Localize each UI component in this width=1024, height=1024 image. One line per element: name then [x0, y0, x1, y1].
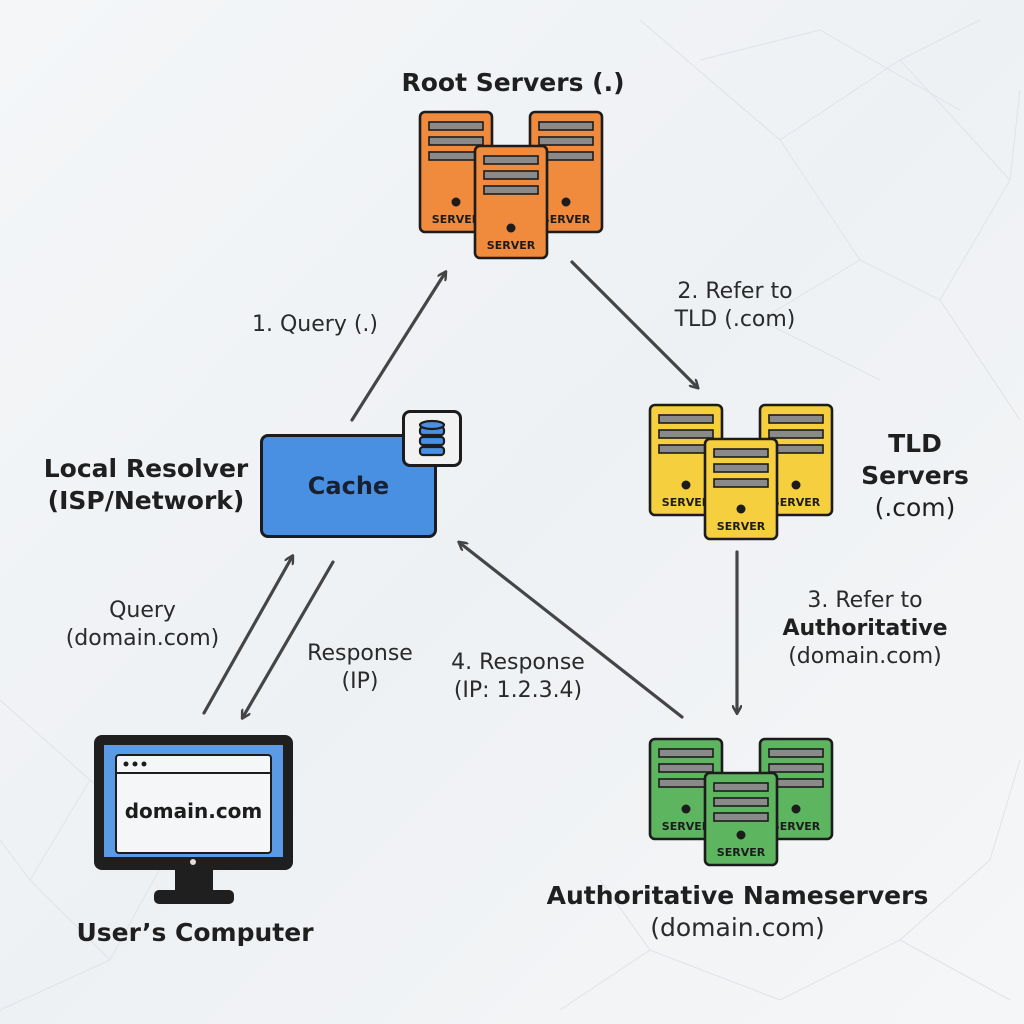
arrow-response-local [243, 560, 335, 717]
local-resolver-cache: Cache [260, 434, 437, 538]
arrow-response-auth [460, 543, 684, 719]
edge-label-query-root: 1. Query (.) [252, 312, 378, 337]
local-resolver-title: Local Resolver (ISP/Network) [43, 454, 249, 515]
authoritative-servers-title: Authoritative Nameservers (domain.com) [546, 881, 929, 942]
server-label: SERVER [487, 239, 536, 252]
user-computer-title: User’s Computer [76, 918, 314, 947]
edge-label-refer-tld: 2. Refer to TLD (.com) [674, 279, 796, 333]
tld-servers-icon: SERVER SERVER SERVER [648, 403, 834, 541]
root-servers-title: Root Servers (.) [401, 68, 625, 97]
edge-label-response-local: Response (IP) [307, 641, 413, 695]
arrow-refer-tld [570, 260, 697, 387]
arrow-query-root [350, 273, 445, 422]
edge-label-response-auth: 4. Response (IP: 1.2.3.4) [451, 650, 585, 704]
edge-label-query-local: Query (domain.com) [65, 598, 220, 652]
server-label: SERVER [432, 213, 481, 226]
edge-label-refer-auth: 3. Refer to Authoritative (domain.com) [782, 588, 948, 670]
authoritative-servers-icon: SERVER SERVER SERVER [648, 737, 834, 867]
server-label: SERVER [772, 820, 821, 833]
monitor-icon [94, 735, 293, 904]
database-icon [402, 410, 462, 467]
server-label: SERVER [662, 820, 711, 833]
root-servers-icon: SERVER SERVER SERVER [418, 110, 604, 260]
user-computer: domain.com [92, 733, 295, 911]
server-label: SERVER [662, 496, 711, 509]
server-label: SERVER [542, 213, 591, 226]
server-label: SERVER [772, 496, 821, 509]
server-label: SERVER [717, 846, 766, 859]
server-front-icon: SERVER [703, 437, 779, 541]
server-front-icon: SERVER [703, 771, 779, 867]
server-front-icon: SERVER [473, 144, 549, 260]
screen-domain-text: domain.com [124, 799, 263, 823]
server-label: SERVER [717, 520, 766, 533]
tld-servers-title: TLD Servers (.com) [861, 429, 969, 522]
cache-label: Cache [307, 472, 390, 500]
arrow-query-local [202, 557, 292, 715]
